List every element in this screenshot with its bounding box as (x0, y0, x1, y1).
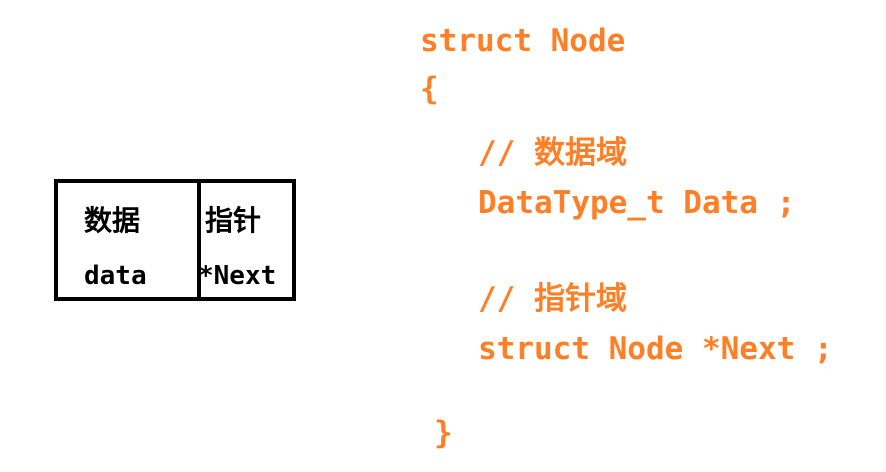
code-data-field: DataType_t Data ; (478, 185, 796, 221)
pointer-cell-label: *Next (198, 261, 277, 291)
code-struct-header: struct Node (420, 23, 626, 59)
code-close-brace: } (434, 415, 453, 451)
data-cell-label: data (84, 261, 147, 291)
node-box: 数据 data 指针 *Next (54, 179, 296, 301)
code-open-brace: { (420, 71, 439, 107)
code-next-field: struct Node *Next ; (478, 331, 833, 367)
code-comment-data: // 数据域 (478, 135, 627, 171)
pointer-cell-title: 指针 (205, 204, 262, 237)
cell-divider (197, 179, 201, 301)
data-cell-title: 数据 (84, 204, 141, 237)
code-comment-pointer: // 指针域 (478, 281, 627, 317)
